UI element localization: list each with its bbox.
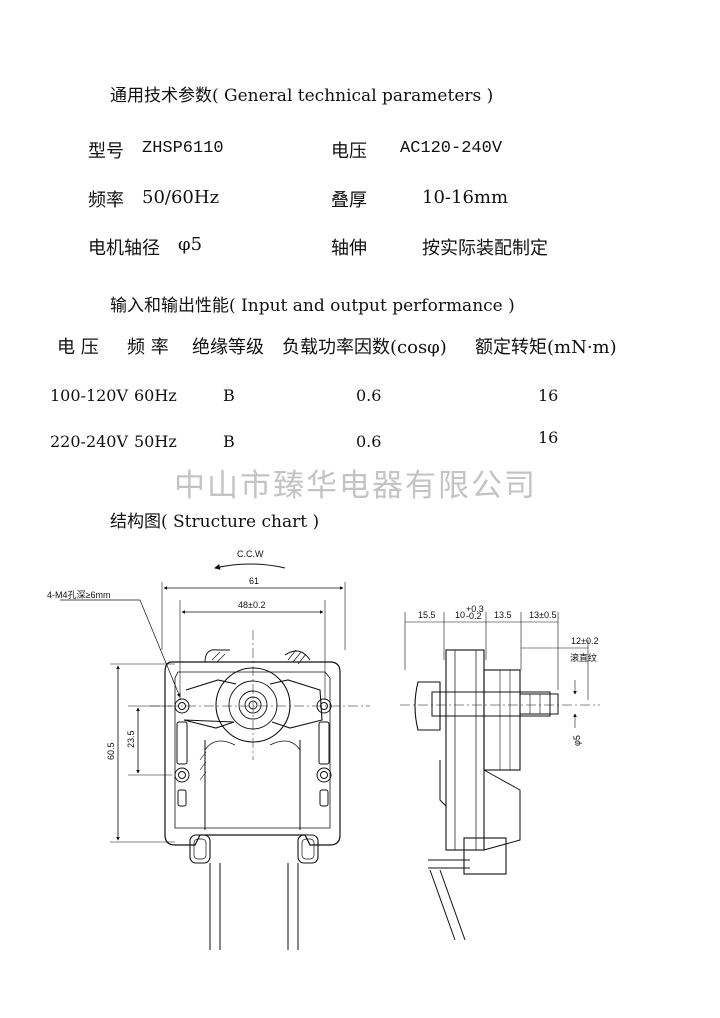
label-side-15-5: 15.5 [418,610,436,620]
label-side-10: 10 [455,610,465,620]
voltage-label: 电压 [331,141,367,162]
voltage-value: AC120-240V [400,139,503,158]
stack-label: 叠厚 [331,190,367,211]
shaft-extension-value: 按实际装配制定 [422,238,548,259]
col-torque: 额定转矩(mN·m) [475,337,617,358]
label-holes: 4-M4孔深≥6mm [47,590,110,600]
row2-frequency: 50Hz [134,432,177,451]
label-side-13: 13±0.5 [529,610,556,620]
label-height-holes: 23.5 [126,730,136,748]
stack-value: 10-16mm [422,187,509,208]
row1-frequency: 60Hz [134,386,177,405]
label-side-13-5: 13.5 [494,610,512,620]
structure-heading: 结构图( Structure chart ) [110,512,320,532]
label-width-total: 61 [249,576,259,586]
company-watermark: 中山市臻华电器有限公司 [174,468,537,504]
rotation-arrow-icon [214,563,286,570]
shaft-diameter-value: φ5 [178,234,203,255]
row1-torque: 16 [538,386,559,405]
label-side-10-tol-dn: -0.2 [466,611,482,621]
col-insulation: 绝缘等级 [192,337,264,358]
label-shaft-phi: φ5 [572,735,582,746]
row2-power-factor: 0.6 [356,432,382,451]
col-power-factor: 负载功率因数(cosφ) [282,337,447,358]
row1-voltage: 100-120V [50,386,129,405]
row2-torque: 16 [538,428,559,447]
label-width-holes: 48±0.2 [238,600,265,610]
io-heading: 输入和输出性能( Input and output performance ) [110,296,515,316]
label-knurl: 滚直纹 [570,652,597,663]
row2-insulation: B [223,432,235,451]
model-value: ZHSP6110 [142,139,224,158]
label-side-10-tol-up: +0.3 [466,604,484,614]
shaft-diameter-label: 电机轴径 [88,238,160,259]
shaft-extension-label: 轴伸 [331,238,367,259]
freq-label: 频率 [88,190,124,211]
col-frequency: 频 率 [127,337,169,358]
freq-value: 50/60Hz [142,187,220,208]
row2-voltage: 220-240V [50,432,129,451]
label-rotation: C.C.W [237,549,264,559]
col-voltage: 电 压 [57,337,99,358]
model-label: 型号 [88,141,124,162]
row1-insulation: B [223,386,235,405]
row1-power-factor: 0.6 [356,386,382,405]
label-side-12: 12±0.2 [571,636,598,646]
label-height-total: 60.5 [106,742,116,760]
general-heading: 通用技术参数( General technical parameters ) [110,86,494,106]
